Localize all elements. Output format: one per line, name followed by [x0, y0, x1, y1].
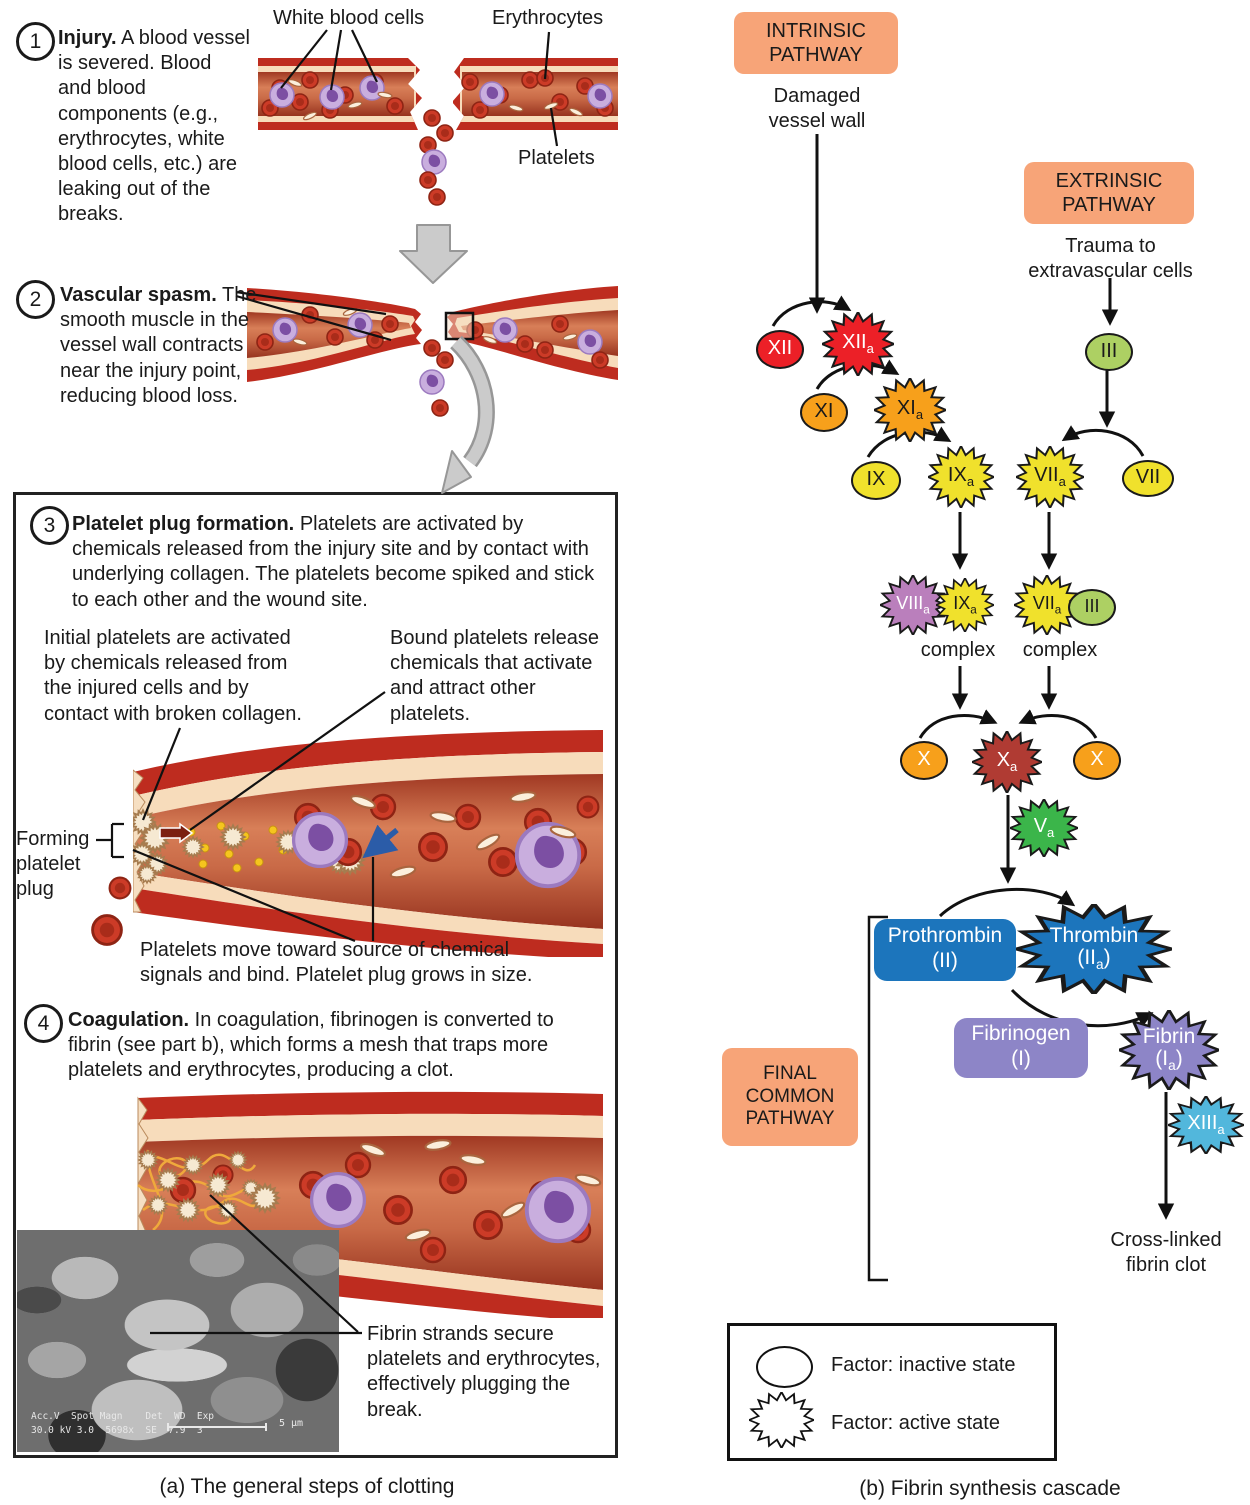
step-3-text: Platelet plug formation. Platelets are a… — [72, 512, 600, 613]
legend-active-icon — [749, 1392, 814, 1448]
thrombin-node: Thrombin (IIa) — [1016, 904, 1172, 994]
factor-va: Va — [1010, 799, 1078, 857]
factor-xiia: XIIa — [822, 312, 894, 376]
factor-xa: Xa — [972, 731, 1042, 793]
step-4-text: Coagulation. In coagulation, fibrinogen … — [68, 1008, 596, 1084]
label-platelets: Platelets — [518, 147, 595, 169]
sem-metadata-line1: Acc.V Spot Magn Det WD Exp — [31, 1410, 215, 1422]
label-forming-platelet-plug: Forming platelet plug — [16, 828, 90, 901]
chemical-release-arrow — [159, 822, 194, 844]
legend-inactive-label: Factor: inactive state — [831, 1354, 1016, 1376]
step-4-number-label: 4 — [37, 1011, 50, 1035]
fibrinogen-node: Fibrinogen (I) — [954, 1018, 1088, 1078]
annotation-fibrin-strands: Fibrin strands secure platelets and eryt… — [367, 1323, 601, 1421]
label-white-blood-cells: White blood cells — [273, 7, 425, 29]
step-1-text: Injury. A blood vessel is severed. Blood… — [58, 26, 250, 228]
factor-x-left: X — [900, 741, 948, 780]
sem-metadata: Acc.V Spot Magn Det WD Exp 30.0 kV 3.0 5… — [31, 1410, 214, 1439]
step-1-number: 1 — [16, 22, 55, 61]
crosslinked-fibrin-label: Cross-linked fibrin clot — [1110, 1229, 1222, 1277]
step-4-number: 4 — [24, 1004, 63, 1043]
step-2-text: Vascular spasm. The smooth muscle in the… — [60, 283, 265, 409]
factor-xi: XI — [800, 393, 848, 432]
step-4-rest: In coagulation, fibrinogen is converted … — [68, 1009, 554, 1082]
step-3-number: 3 — [30, 506, 69, 545]
steps-3-4-panel-box — [13, 492, 618, 1458]
factor-viia-complex: VIIa — [1014, 575, 1080, 635]
factor-iii-complex: III — [1068, 589, 1116, 626]
legend-inactive-icon — [756, 1346, 813, 1388]
vessel-coagulation-illustration — [133, 1091, 603, 1318]
sem-metadata-line2: 30.0 kV 3.0 5698x SE 7.9 3 — [31, 1424, 203, 1436]
cascade-arrows-overlay — [771, 134, 1175, 1282]
factor-xiiia: XIIIa — [1168, 1096, 1244, 1154]
step-1-rest: A blood vessel is severed. Blood and blo… — [58, 27, 250, 226]
factor-ixa: IXa — [928, 446, 994, 508]
vessel-spasm-illustration — [247, 286, 618, 417]
final-common-pathway-box: FINAL COMMON PATHWAY — [722, 1048, 858, 1146]
step-2-lead: Vascular spasm. — [60, 284, 217, 306]
intrinsic-pathway-subtitle: Damaged vessel wall — [768, 85, 866, 133]
step-3-number-label: 3 — [43, 513, 56, 537]
caption-panel-a: (a) The general steps of clotting — [159, 1475, 455, 1498]
vessel-platelet-plug-illustration — [133, 730, 603, 957]
factor-xii: XII — [756, 330, 804, 369]
annotation-initial-platelets: Initial platelets are activated by chemi… — [44, 627, 302, 725]
complex-label-intrinsic: complex — [920, 639, 996, 661]
factor-ixa-complex: IXa — [936, 578, 994, 632]
factor-ix: IX — [851, 461, 901, 500]
fibrin-label: Fibrin — [1142, 1025, 1196, 1049]
factor-xia: XIa — [874, 378, 946, 442]
step-1-number-label: 1 — [29, 29, 42, 53]
extrinsic-pathway-subtitle: Trauma to extravascular cells — [1028, 235, 1193, 283]
step-4-lead: Coagulation. — [68, 1009, 190, 1031]
intrinsic-pathway-box: INTRINSIC PATHWAY — [734, 12, 898, 74]
fibrinogen-label: Fibrinogen — [971, 1022, 1071, 1046]
thrombin-label: Thrombin — [1049, 924, 1139, 948]
down-block-arrow-icon — [399, 224, 468, 284]
sem-scale-label: 5 µm — [279, 1418, 304, 1429]
factor-iii: III — [1085, 333, 1133, 371]
step-2-number-label: 2 — [29, 287, 42, 311]
legend-box: Factor: inactive state Factor: active st… — [727, 1323, 1057, 1461]
vessel-injury-illustration — [258, 58, 618, 206]
extrinsic-pathway-box: EXTRINSIC PATHWAY — [1024, 162, 1194, 224]
factor-vii: VII — [1122, 460, 1174, 497]
factor-x-right: X — [1073, 741, 1121, 780]
step-1-lead: Injury. — [58, 27, 117, 49]
prothrombin-label: Prothrombin — [887, 924, 1003, 948]
annotation-platelets-move: Platelets move toward source of chemical… — [140, 939, 533, 987]
prothrombin-node: Prothrombin (II) — [874, 919, 1016, 981]
factor-viia: VIIa — [1016, 446, 1084, 508]
step-2-number: 2 — [16, 280, 55, 319]
step-2-rest: The smooth muscle in the vessel wall con… — [60, 284, 257, 407]
curved-arrowhead-icon — [441, 450, 472, 494]
platelet-attraction-arrow — [362, 824, 399, 859]
caption-panel-b: (b) Fibrin synthesis cascade — [859, 1477, 1121, 1500]
sem-micrograph: Acc.V Spot Magn Det WD Exp 30.0 kV 3.0 5… — [17, 1230, 339, 1452]
fibrin-node: Fibrin (Ia) — [1119, 1010, 1219, 1090]
annotation-bound-platelets: Bound platelets release chemicals that a… — [390, 627, 600, 725]
factor-viiia-complex: VIIIa — [880, 575, 946, 635]
step-3-rest: Platelets are activated by chemicals rel… — [72, 513, 595, 611]
sem-scale-bar — [167, 1423, 267, 1431]
legend-active-label: Factor: active state — [831, 1412, 1000, 1434]
step-3-lead: Platelet plug formation. — [72, 513, 295, 535]
label-erythrocytes: Erythrocytes — [492, 7, 604, 29]
complex-label-extrinsic: complex — [1022, 639, 1098, 661]
